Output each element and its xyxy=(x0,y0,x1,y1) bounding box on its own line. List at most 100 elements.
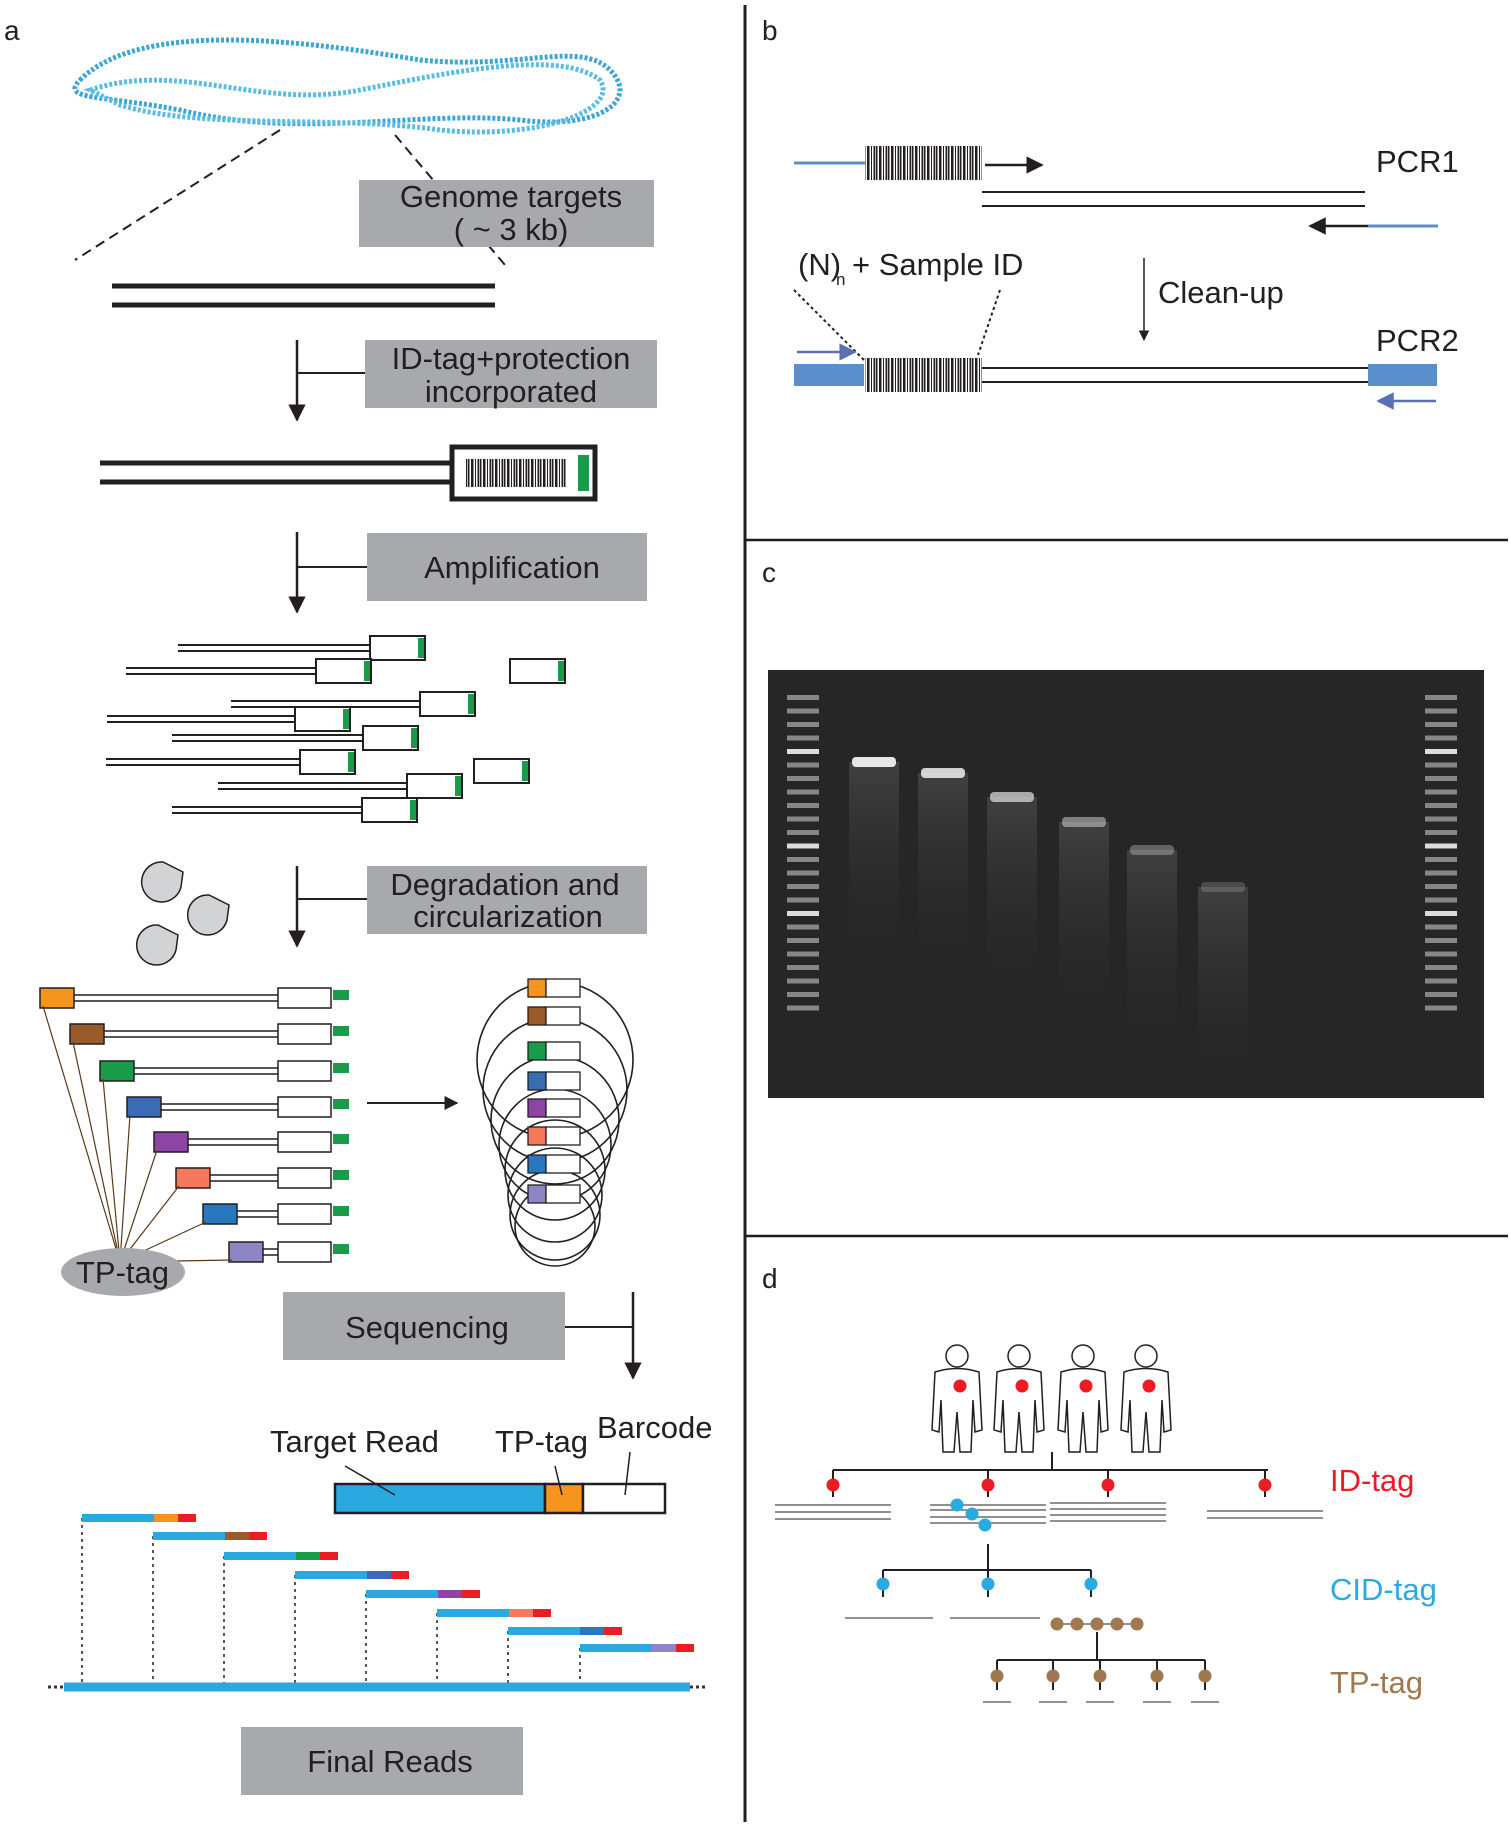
tp-green-cap xyxy=(333,1170,349,1180)
read-barcode xyxy=(604,1627,622,1635)
amplicon-tag-box xyxy=(315,658,372,684)
circle-tp-tag xyxy=(527,1154,547,1174)
ladder-band xyxy=(787,857,819,862)
amplicon-green-cap xyxy=(348,752,354,772)
ladder-band xyxy=(787,938,819,943)
barcode-label: Barcode xyxy=(597,1410,712,1445)
person-red-marker xyxy=(953,1379,967,1393)
barcode-pointer xyxy=(624,1451,631,1496)
amplicon-green-cap xyxy=(418,638,424,658)
ladder-band xyxy=(787,924,819,930)
target-read-pointer xyxy=(344,1465,396,1496)
tp-green-cap xyxy=(333,1206,349,1216)
genome-targets-line2: ( ~ 3 kb) xyxy=(454,212,569,247)
cid-tag-dot-cluster xyxy=(950,1498,964,1512)
ladder-band xyxy=(787,884,819,889)
person-body xyxy=(931,1367,983,1453)
ladder-band xyxy=(1425,789,1457,795)
pcr1-barcode xyxy=(865,146,982,180)
read-tp-segment xyxy=(543,1482,585,1515)
tp-tag-label: TP-tag xyxy=(1330,1665,1423,1700)
protection-green xyxy=(578,455,589,491)
ladder-band xyxy=(1425,965,1457,970)
tp-tag-tree xyxy=(983,1660,1219,1703)
amplicon-green-cap xyxy=(411,728,417,748)
amplicon-tag-box xyxy=(294,706,351,732)
gel-band xyxy=(1062,817,1106,827)
ladder-band xyxy=(1425,897,1457,903)
tp-tag-pointer xyxy=(72,1041,121,1263)
read-barcode xyxy=(533,1609,551,1617)
ladder-band xyxy=(1425,992,1457,997)
read-tp xyxy=(652,1644,676,1652)
tp-barcode-box xyxy=(277,1060,332,1082)
circle-tp-tag xyxy=(527,978,547,998)
id-tag-dot xyxy=(1101,1478,1115,1492)
ladder-band xyxy=(787,816,819,822)
ladder-band xyxy=(1425,951,1457,957)
ladder-band xyxy=(787,978,819,984)
panel-a: a Genome targets ( ~ 3 kb) ID-tag+protec… xyxy=(4,15,712,1795)
tp-tag-pointer xyxy=(102,1078,121,1263)
tp-tag-dot-cluster xyxy=(1050,1617,1064,1631)
degradation-step-box xyxy=(367,866,647,934)
idtag-step-line1: ID-tag+protection xyxy=(392,341,631,376)
cid-tag-dot xyxy=(981,1577,995,1591)
tp-green-cap xyxy=(333,990,349,1000)
tp-tag-dot-cluster xyxy=(1090,1617,1104,1631)
ladder-band xyxy=(787,965,819,970)
tp-green-cap xyxy=(333,1244,349,1254)
cid-tag-dot-cluster xyxy=(978,1518,992,1532)
ladder-band xyxy=(787,749,819,754)
read-target-segment xyxy=(333,1482,547,1515)
ladder-band xyxy=(1425,978,1457,984)
read-target xyxy=(580,1644,652,1652)
circle-tp-tag xyxy=(527,1184,547,1204)
person-icon xyxy=(1057,1344,1109,1453)
circle-molecule xyxy=(507,1147,603,1243)
gel-band xyxy=(1130,845,1174,855)
read-target xyxy=(224,1552,296,1560)
ladder-band xyxy=(787,897,819,903)
read-barcode xyxy=(676,1644,694,1652)
patients-group xyxy=(931,1344,1172,1453)
exonuclease-icon xyxy=(135,924,179,966)
person-head xyxy=(1071,1344,1095,1368)
tp-green-cap xyxy=(333,1063,349,1073)
tp-tag-block xyxy=(69,1023,105,1045)
id-tag-dot xyxy=(826,1478,840,1492)
ladder-band xyxy=(1425,870,1457,876)
person-red-marker xyxy=(1015,1379,1029,1393)
read-tp xyxy=(225,1532,249,1540)
zoom-line-left xyxy=(74,129,281,261)
sample-id-label: + Sample ID xyxy=(852,247,1023,282)
gel-lanes xyxy=(787,695,1457,1077)
person-red-marker xyxy=(1142,1379,1156,1393)
amplicon-tag-box xyxy=(362,725,419,751)
tp-tag-dot xyxy=(990,1669,1004,1683)
read-tp-tag-label: TP-tag xyxy=(495,1424,588,1459)
exonuclease-icons xyxy=(135,861,230,966)
read-tp xyxy=(154,1514,178,1522)
cid-tag-tree xyxy=(845,1570,1144,1631)
amplicon-green-cap xyxy=(558,661,564,681)
tp-tag-block xyxy=(39,987,75,1009)
pcr2-adapter-left xyxy=(794,364,864,386)
tp-tag-dot-cluster xyxy=(1070,1617,1084,1631)
ladder-band xyxy=(787,870,819,876)
id-tag-dot xyxy=(1258,1478,1272,1492)
person-red-marker xyxy=(1079,1379,1093,1393)
person-icon xyxy=(931,1344,983,1453)
sequencing-step-label: Sequencing xyxy=(345,1310,509,1345)
circle-barcode xyxy=(545,1098,581,1118)
tp-tag-dot-cluster xyxy=(1130,1617,1144,1631)
ladder-band xyxy=(787,992,819,997)
exonuclease-icon xyxy=(140,861,184,903)
ladder-band xyxy=(1425,816,1457,822)
person-body xyxy=(1120,1367,1172,1453)
gel-band xyxy=(1201,882,1245,892)
amplicon-green-cap xyxy=(364,661,370,681)
tp-tag-dot xyxy=(1093,1669,1107,1683)
read-tp xyxy=(438,1590,462,1598)
amplicon-green-cap xyxy=(455,776,461,796)
